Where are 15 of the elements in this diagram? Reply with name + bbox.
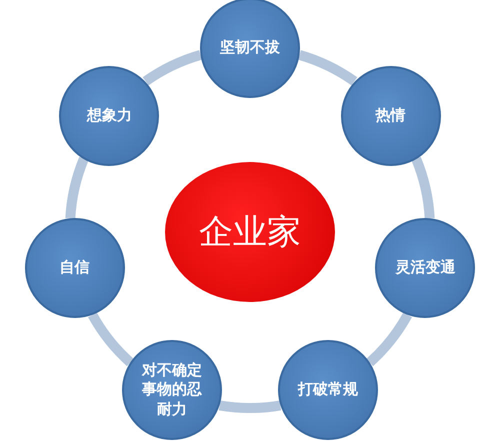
ring-arc [298, 50, 358, 86]
ring-arc [88, 312, 134, 366]
ring-arc [218, 400, 282, 413]
ring-arc [411, 156, 435, 219]
trait-label: 热情 [376, 106, 406, 126]
trait-label: 打破常规 [298, 380, 358, 400]
ring-arc [65, 156, 89, 219]
trait-label: 坚韧不拔 [220, 38, 280, 58]
trait-label: 灵活变通 [395, 258, 456, 278]
ring-arc [366, 312, 412, 366]
trait-label: 对不确定事物的忍耐力 [140, 360, 203, 420]
trait-label: 想象力 [86, 106, 132, 126]
ring-arc [142, 50, 202, 86]
trait-label: 自信 [60, 258, 90, 278]
center-label: 企业家 [199, 210, 301, 254]
